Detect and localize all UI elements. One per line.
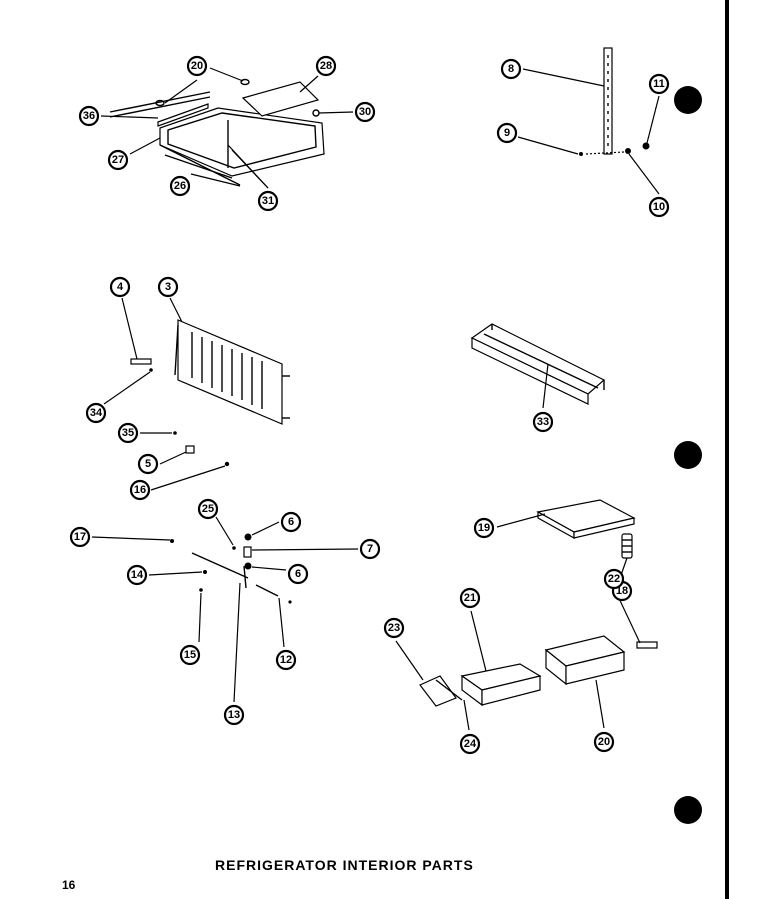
- callout: 28: [315, 55, 337, 77]
- svg-text:10: 10: [653, 201, 665, 213]
- svg-text:21: 21: [464, 592, 476, 604]
- shelf-support-rail: [579, 47, 650, 156]
- svg-text:19: 19: [478, 522, 490, 534]
- callout: 13: [223, 704, 245, 726]
- svg-text:7: 7: [367, 543, 373, 555]
- callout: 20: [593, 731, 615, 753]
- callout: 11: [648, 73, 670, 95]
- svg-text:22: 22: [608, 573, 620, 585]
- callout: 14: [126, 564, 148, 586]
- callout: 25: [197, 498, 219, 520]
- callout: 34: [85, 402, 107, 424]
- callout: 22: [603, 568, 625, 590]
- svg-text:36: 36: [83, 110, 95, 122]
- svg-text:8: 8: [508, 63, 514, 75]
- callout: 12: [275, 649, 297, 671]
- svg-text:6: 6: [288, 516, 294, 528]
- svg-text:13: 13: [228, 709, 240, 721]
- callout: 31: [257, 190, 279, 212]
- callout: 27: [107, 149, 129, 171]
- svg-text:28: 28: [320, 60, 332, 72]
- callout: 6: [280, 511, 302, 533]
- svg-text:17: 17: [74, 531, 86, 543]
- svg-text:12: 12: [280, 654, 292, 666]
- callout: 9: [496, 122, 518, 144]
- svg-text:18: 18: [616, 585, 628, 597]
- svg-text:15: 15: [184, 649, 196, 661]
- crisper-drawers: [419, 499, 658, 707]
- diagram-caption: REFRIGERATOR INTERIOR PARTS: [215, 857, 474, 873]
- svg-text:5: 5: [145, 458, 151, 470]
- svg-text:3: 3: [165, 281, 171, 293]
- callout: 15: [179, 644, 201, 666]
- svg-text:35: 35: [122, 427, 134, 439]
- crisper-rack: [130, 319, 290, 467]
- callout: 10: [648, 196, 670, 218]
- callout: 26: [169, 175, 191, 197]
- callout: 23: [383, 617, 405, 639]
- svg-text:16: 16: [134, 484, 146, 496]
- callout: 33: [532, 411, 554, 433]
- callout: 21: [459, 587, 481, 609]
- callout: 36: [78, 105, 100, 127]
- channel-rail: [470, 323, 606, 405]
- callout: 35: [117, 422, 139, 444]
- svg-text:14: 14: [131, 569, 144, 581]
- svg-text:33: 33: [537, 416, 549, 428]
- svg-text:23: 23: [388, 622, 400, 634]
- svg-text:6: 6: [295, 568, 301, 580]
- page-number: 16: [62, 878, 76, 892]
- svg-text:31: 31: [262, 195, 274, 207]
- svg-text:24: 24: [464, 738, 477, 750]
- binder-hole-middle: [674, 441, 702, 469]
- hardware-assembly: [170, 533, 292, 604]
- callout: 20: [186, 55, 208, 77]
- callout: 30: [354, 101, 376, 123]
- svg-text:25: 25: [202, 503, 214, 515]
- callout: 3: [157, 276, 179, 298]
- binder-hole-bottom: [674, 796, 702, 824]
- callout: 4: [109, 276, 131, 298]
- svg-text:30: 30: [359, 106, 371, 118]
- leader-lines: [91, 67, 660, 731]
- svg-text:20: 20: [598, 736, 610, 748]
- svg-text:11: 11: [653, 78, 665, 90]
- svg-text:4: 4: [117, 281, 124, 293]
- svg-text:20: 20: [191, 60, 203, 72]
- shelf-frame-assembly: [109, 78, 325, 186]
- callout: 7: [359, 538, 381, 560]
- svg-text:34: 34: [90, 407, 103, 419]
- callout: 24: [459, 733, 481, 755]
- svg-text:27: 27: [112, 154, 124, 166]
- callout: 6: [287, 563, 309, 585]
- callout: 16: [129, 479, 151, 501]
- callout: 5: [137, 453, 159, 475]
- callout: 19: [473, 517, 495, 539]
- svg-text:9: 9: [504, 127, 510, 139]
- svg-text:26: 26: [174, 180, 186, 192]
- callout: 8: [500, 58, 522, 80]
- callout: 17: [69, 526, 91, 548]
- binder-hole-top: [674, 86, 702, 114]
